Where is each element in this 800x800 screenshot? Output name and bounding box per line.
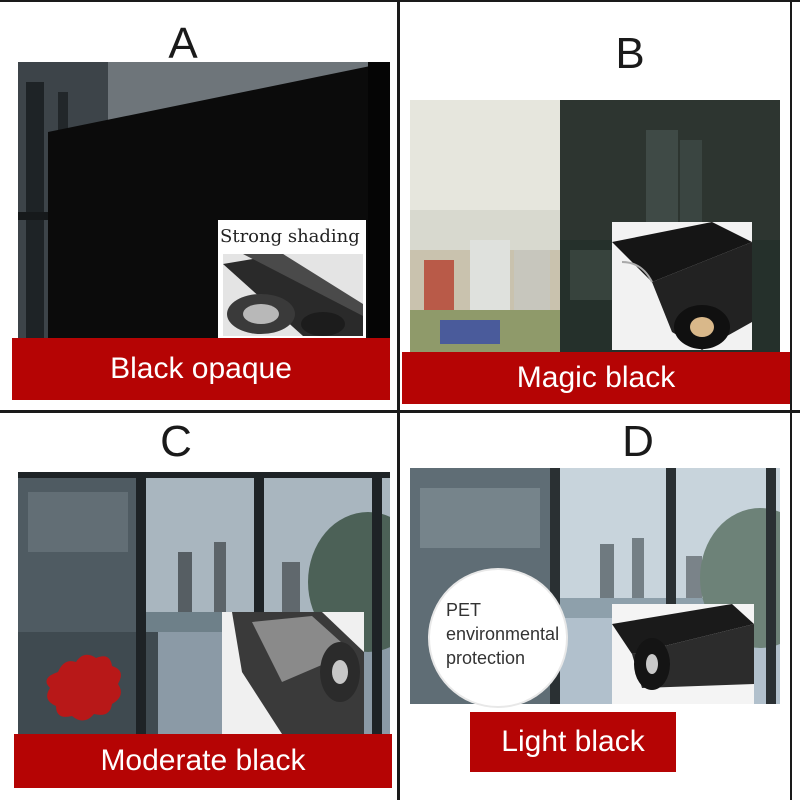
panel-c-caption-banner: Moderate black	[14, 734, 392, 788]
panel-d-film-roll-image	[612, 604, 754, 704]
panel-c-letter: C	[160, 417, 192, 466]
divider-vertical	[397, 0, 400, 800]
panel-a-film-roll-image	[223, 254, 363, 336]
panel-b-film-roll-image	[612, 222, 752, 350]
pet-badge-line-2: environmental	[446, 624, 560, 644]
pet-badge-text: PET environmental protection	[446, 598, 559, 670]
panel-a-inset: Strong shading	[218, 220, 366, 338]
panel-d-inset	[612, 604, 754, 704]
panel-d-caption-banner: Light black	[470, 712, 676, 772]
pet-badge-line-1: PET	[446, 600, 482, 620]
divider-top	[0, 0, 800, 2]
panel-c-inset	[222, 612, 364, 734]
panel-b-inset	[612, 222, 752, 350]
divider-right	[790, 0, 792, 800]
panel-c-film-roll-image	[222, 612, 364, 734]
panel-b-letter: B	[615, 29, 645, 78]
panel-d-letter: D	[622, 417, 654, 466]
panel-a-caption-banner: Black opaque	[12, 338, 390, 400]
divider-horizontal-top	[0, 410, 800, 413]
pet-badge-line-3: protection	[446, 648, 526, 668]
panel-a-letter: A	[168, 19, 198, 68]
panel-b-caption-banner: Magic black	[402, 352, 790, 404]
panel-a-inset-label: Strong shading	[220, 226, 360, 247]
pet-badge: PET environmental protection	[430, 570, 566, 706]
